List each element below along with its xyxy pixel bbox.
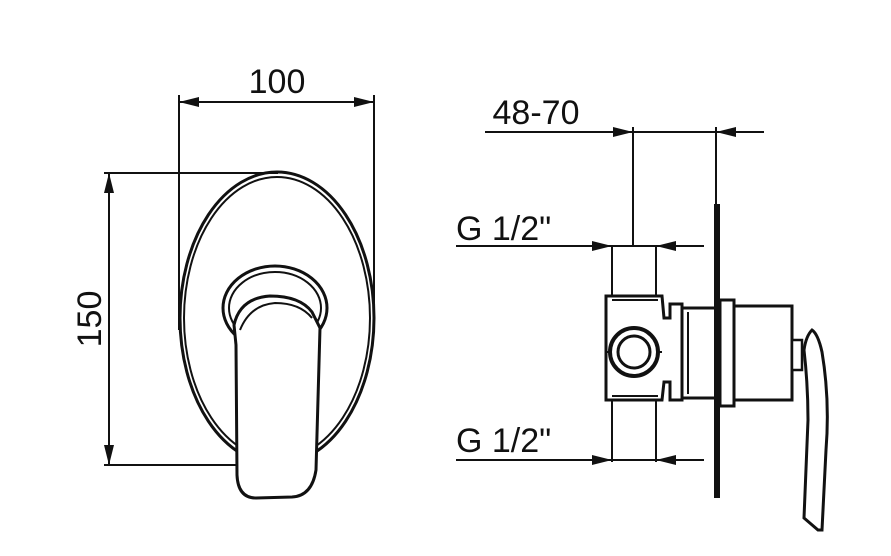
front-view: 100 150: [71, 63, 376, 500]
width-arrow-left: [179, 97, 199, 107]
lever-handle-top-edge: [239, 301, 313, 331]
top-connection-arrow-right: [656, 241, 676, 251]
inlet-port-inner: [616, 334, 652, 370]
height-arrow-top: [104, 173, 114, 193]
top-connection-label: G 1/2": [456, 210, 551, 248]
height-arrow-bottom: [104, 445, 114, 465]
height-label: 150: [71, 291, 109, 348]
width-arrow-right: [354, 97, 374, 107]
trim-sleeve: [732, 304, 794, 402]
depth-arrow-left: [613, 127, 633, 137]
wall-cover-plate: [714, 204, 720, 498]
lever-handle: [232, 294, 322, 500]
lever-handle-side: [802, 328, 829, 532]
bottom-connection-label: G 1/2": [456, 422, 551, 460]
side-view: 48-70 G 1/2" G 1/2": [456, 94, 829, 532]
top-connection-arrow-left: [592, 241, 612, 251]
depth-arrow-right: [716, 127, 736, 137]
depth-label: 48-70: [493, 94, 580, 132]
trim-sleeve-collar: [718, 298, 736, 408]
bottom-connection-arrow-right: [656, 455, 676, 465]
width-label: 100: [249, 63, 306, 101]
valve-stem: [790, 338, 804, 372]
bottom-connection-arrow-left: [592, 455, 612, 465]
